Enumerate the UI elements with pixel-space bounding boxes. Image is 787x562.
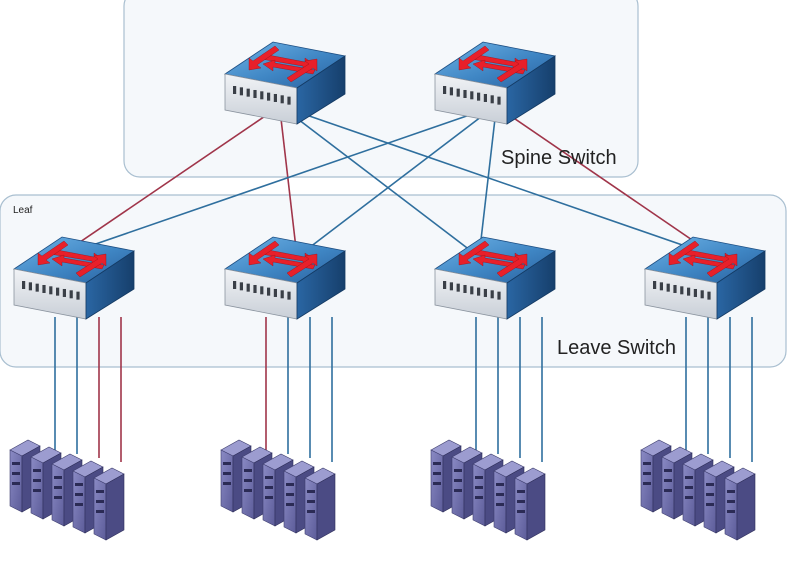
uplink-spine-1-leaf-3 (285, 109, 480, 258)
server-group-3 (430, 439, 546, 541)
uplink-spine-2-leaf-4 (501, 109, 718, 258)
switch-arrows-icon (458, 240, 528, 278)
leave-switch-label: Leave Switch (557, 337, 676, 359)
leaf-3-switch (433, 236, 557, 320)
nodes-layer (9, 41, 767, 541)
spine-switch-label: Spine Switch (501, 147, 617, 169)
uplink-spine-1-leaf-1 (57, 109, 275, 258)
leaf-4-switch (643, 236, 767, 320)
switch-arrows-icon (248, 45, 318, 83)
switch-arrows-icon (37, 240, 107, 278)
leaf-1-switch (12, 236, 136, 320)
switch-arrows-icon (458, 45, 528, 83)
uplink-spine-2-leaf-2 (296, 109, 491, 258)
switch-arrows-icon (248, 240, 318, 278)
leaf-2-switch (223, 236, 347, 320)
spine-2-switch (433, 41, 557, 125)
leaf-zone-label: Leaf (13, 205, 33, 216)
links-layer (54, 109, 753, 462)
uplink-spine-1-leaf-2 (279, 109, 298, 258)
leaf-zone (0, 194, 787, 368)
server-group-4 (640, 439, 756, 541)
uplink-spine-2-leaf-3 (478, 109, 497, 258)
spine-zone (123, 0, 639, 178)
switch-arrows-icon (668, 240, 738, 278)
server-group-1 (9, 439, 125, 541)
uplink-spine-1-leaf-4 (291, 109, 718, 258)
uplink-spine-2-leaf-1 (57, 109, 485, 258)
server-group-2 (220, 439, 336, 541)
spine-1-switch (223, 41, 347, 125)
